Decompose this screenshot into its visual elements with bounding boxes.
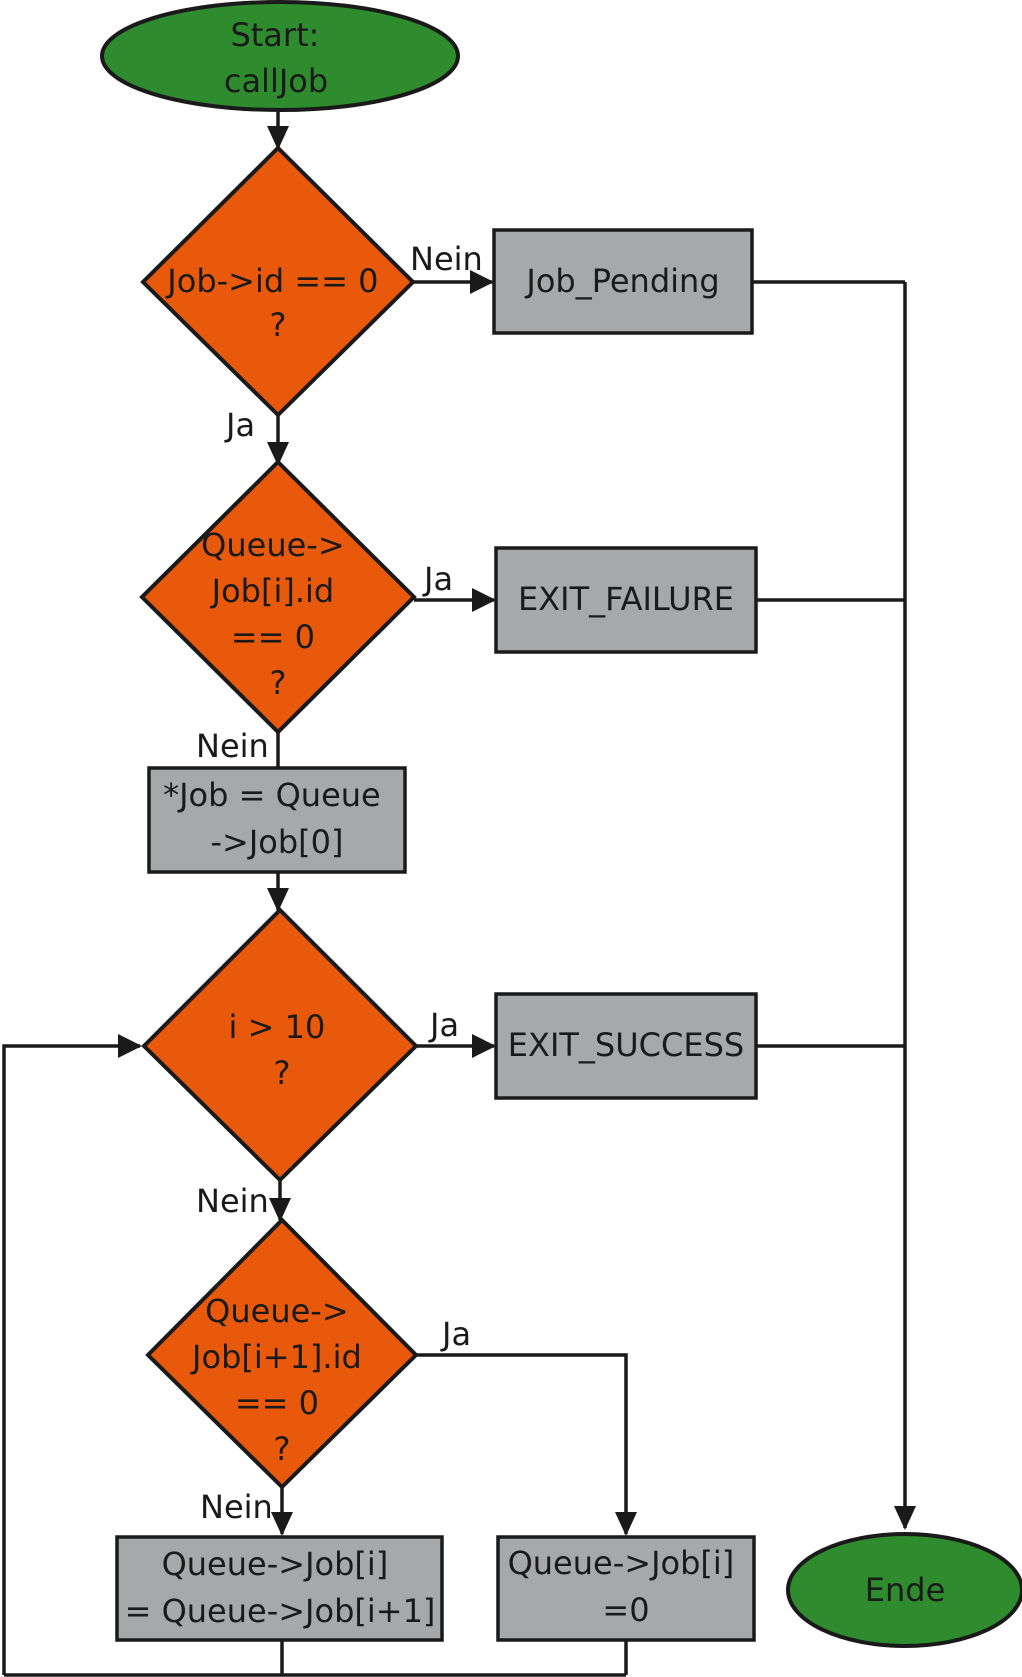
- edge-label-d2-no: Nein: [196, 727, 269, 765]
- process-clear-job: [496, 1535, 756, 1642]
- d2-line-1: Queue->: [201, 526, 344, 564]
- process-job-pending: [492, 228, 754, 335]
- edge-d4-to-clear: [416, 1353, 628, 1534]
- clear-line-1: Queue->Job[i]: [508, 1544, 735, 1582]
- arrowhead: [470, 270, 494, 294]
- process-job-pending-label: Job_Pending: [524, 262, 719, 300]
- end-line-1: Ende: [865, 1571, 946, 1609]
- edge-label-d1-yes: Ja: [224, 406, 255, 444]
- shift-line-2: = Queue->Job[i+1]: [125, 1592, 436, 1630]
- arrowhead: [267, 442, 289, 466]
- process-clear-job-label: Queue->Job[i] =0: [508, 1544, 745, 1629]
- end-terminal: [786, 1532, 1022, 1648]
- arrowhead: [615, 1512, 637, 1536]
- shift-line-1: Queue->Job[i]: [162, 1545, 389, 1583]
- process-assign-job-label: *Job = Queue ->Job[0]: [163, 776, 391, 861]
- edge-label-d2-yes: Ja: [422, 560, 453, 598]
- assign-line-1: *Job = Queue: [163, 776, 381, 814]
- edge-label-d3-yes: Ja: [428, 1006, 459, 1044]
- decision-queue-job-i1-id-zero-label: Queue-> Job[i+1].id == 0 ?: [190, 1292, 372, 1468]
- arrowhead: [118, 1034, 142, 1058]
- process-exit-failure: [494, 546, 758, 654]
- start-label: Start: callJob: [224, 16, 330, 100]
- d4-line-2: Job[i+1].id: [190, 1338, 362, 1376]
- process-exit-failure-label: EXIT_FAILURE: [518, 580, 734, 618]
- arrowhead: [267, 126, 289, 150]
- edge-label-d4-yes: Ja: [440, 1315, 471, 1353]
- decision-i-greater-10: [141, 907, 419, 1183]
- arrowhead: [271, 1512, 293, 1536]
- edge-label-d3-no: Nein: [196, 1182, 269, 1220]
- d3-line-2: ?: [274, 1054, 291, 1092]
- process-shift-job-label: Queue->Job[i] = Queue->Job[i+1]: [125, 1545, 436, 1630]
- process-exit-success-label: EXIT_SUCCESS: [508, 1026, 744, 1064]
- decision-queue-job-i1-id-zero: [145, 1217, 419, 1490]
- process-exit-success: [494, 992, 758, 1100]
- decision-job-id-zero-label: Job->id == 0 ?: [165, 262, 388, 344]
- arrowheads: [118, 126, 916, 1536]
- d4-line-1: Queue->: [205, 1292, 348, 1330]
- end-label: Ende: [865, 1571, 946, 1609]
- edge-label-d4-no: Nein: [200, 1488, 273, 1526]
- clear-line-2: =0: [602, 1591, 649, 1629]
- arrowhead: [472, 588, 496, 612]
- process-assign-job: [147, 766, 407, 874]
- exit-collector-line: [752, 280, 907, 1528]
- start-line-1: Start:: [230, 16, 319, 54]
- d3-line-1: i > 10: [229, 1008, 326, 1046]
- arrowhead: [894, 1506, 916, 1530]
- edge-label-d1-no: Nein: [410, 240, 483, 278]
- d1-line-1: Job->id == 0: [165, 262, 378, 300]
- arrowhead: [472, 1034, 496, 1058]
- process-shift-job: [115, 1535, 444, 1642]
- decision-queue-job-i-id-zero: [139, 459, 417, 735]
- assign-line-2: ->Job[0]: [210, 823, 343, 861]
- arrowhead: [267, 888, 289, 912]
- exit-success-line-1: EXIT_SUCCESS: [508, 1026, 744, 1064]
- job-pending-line-1: Job_Pending: [524, 262, 719, 300]
- d2-line-2: Job[i].id: [210, 572, 335, 610]
- decision-i-greater-10-label: i > 10 ?: [229, 1008, 336, 1092]
- start-line-2: callJob: [224, 62, 328, 100]
- decision-queue-job-i-id-zero-label: Queue-> Job[i].id == 0 ?: [201, 526, 355, 702]
- exit-failure-line-1: EXIT_FAILURE: [518, 580, 734, 618]
- d2-line-3: == 0: [231, 618, 315, 656]
- connectors: [2, 112, 907, 1677]
- d4-line-3: == 0: [235, 1384, 319, 1422]
- start-terminal: [100, 0, 460, 112]
- arrowhead: [269, 1198, 291, 1222]
- d1-line-2: ?: [270, 306, 287, 344]
- loop-back-line: [2, 1044, 628, 1677]
- decision-job-id-zero: [140, 145, 416, 418]
- d2-line-4: ?: [270, 664, 287, 702]
- d4-line-4: ?: [274, 1430, 291, 1468]
